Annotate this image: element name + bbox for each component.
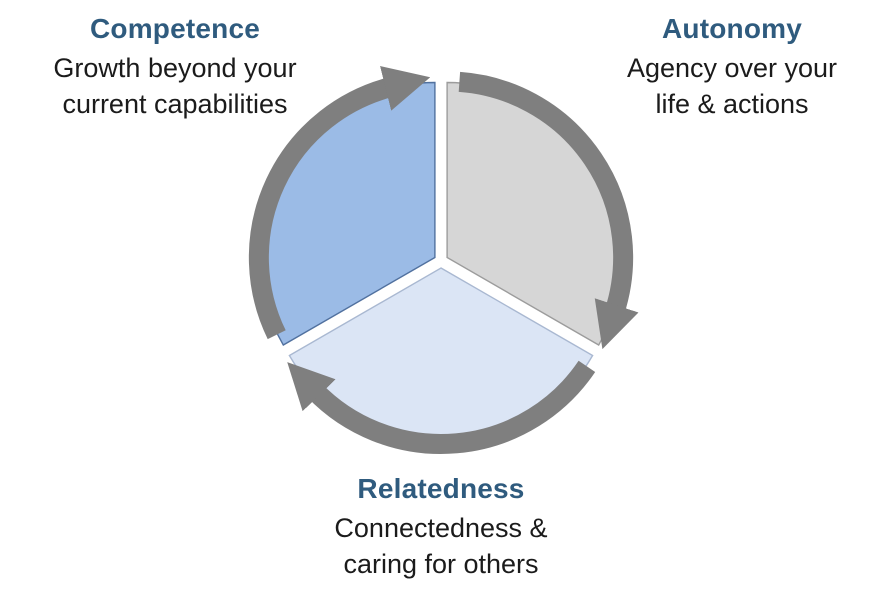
relatedness-description-line1: Connectedness & <box>334 513 548 543</box>
competence-segment <box>248 66 436 346</box>
autonomy-arrow-arc <box>458 71 639 350</box>
competence-description-line2: current capabilities <box>62 89 288 119</box>
autonomy-segment <box>446 71 639 350</box>
competence-description-line1: Growth beyond your <box>53 53 297 83</box>
relatedness-segment <box>287 267 596 455</box>
relatedness-description-line2: caring for others <box>343 549 539 579</box>
autonomy-label-block: Autonomy Agency over your life & actions <box>565 12 882 122</box>
autonomy-title: Autonomy <box>661 13 803 44</box>
relatedness-arrow-arc <box>287 360 596 455</box>
relatedness-label-block: Relatedness Connectedness & caring for o… <box>274 472 608 582</box>
competence-label-block: Competence Growth beyond your current ca… <box>8 12 342 122</box>
competence-arrow-arc <box>248 66 431 340</box>
autonomy-description-line2: life & actions <box>655 89 809 119</box>
competence-title: Competence <box>89 13 261 44</box>
relatedness-title: Relatedness <box>357 473 525 504</box>
autonomy-description-line1: Agency over your <box>626 53 838 83</box>
